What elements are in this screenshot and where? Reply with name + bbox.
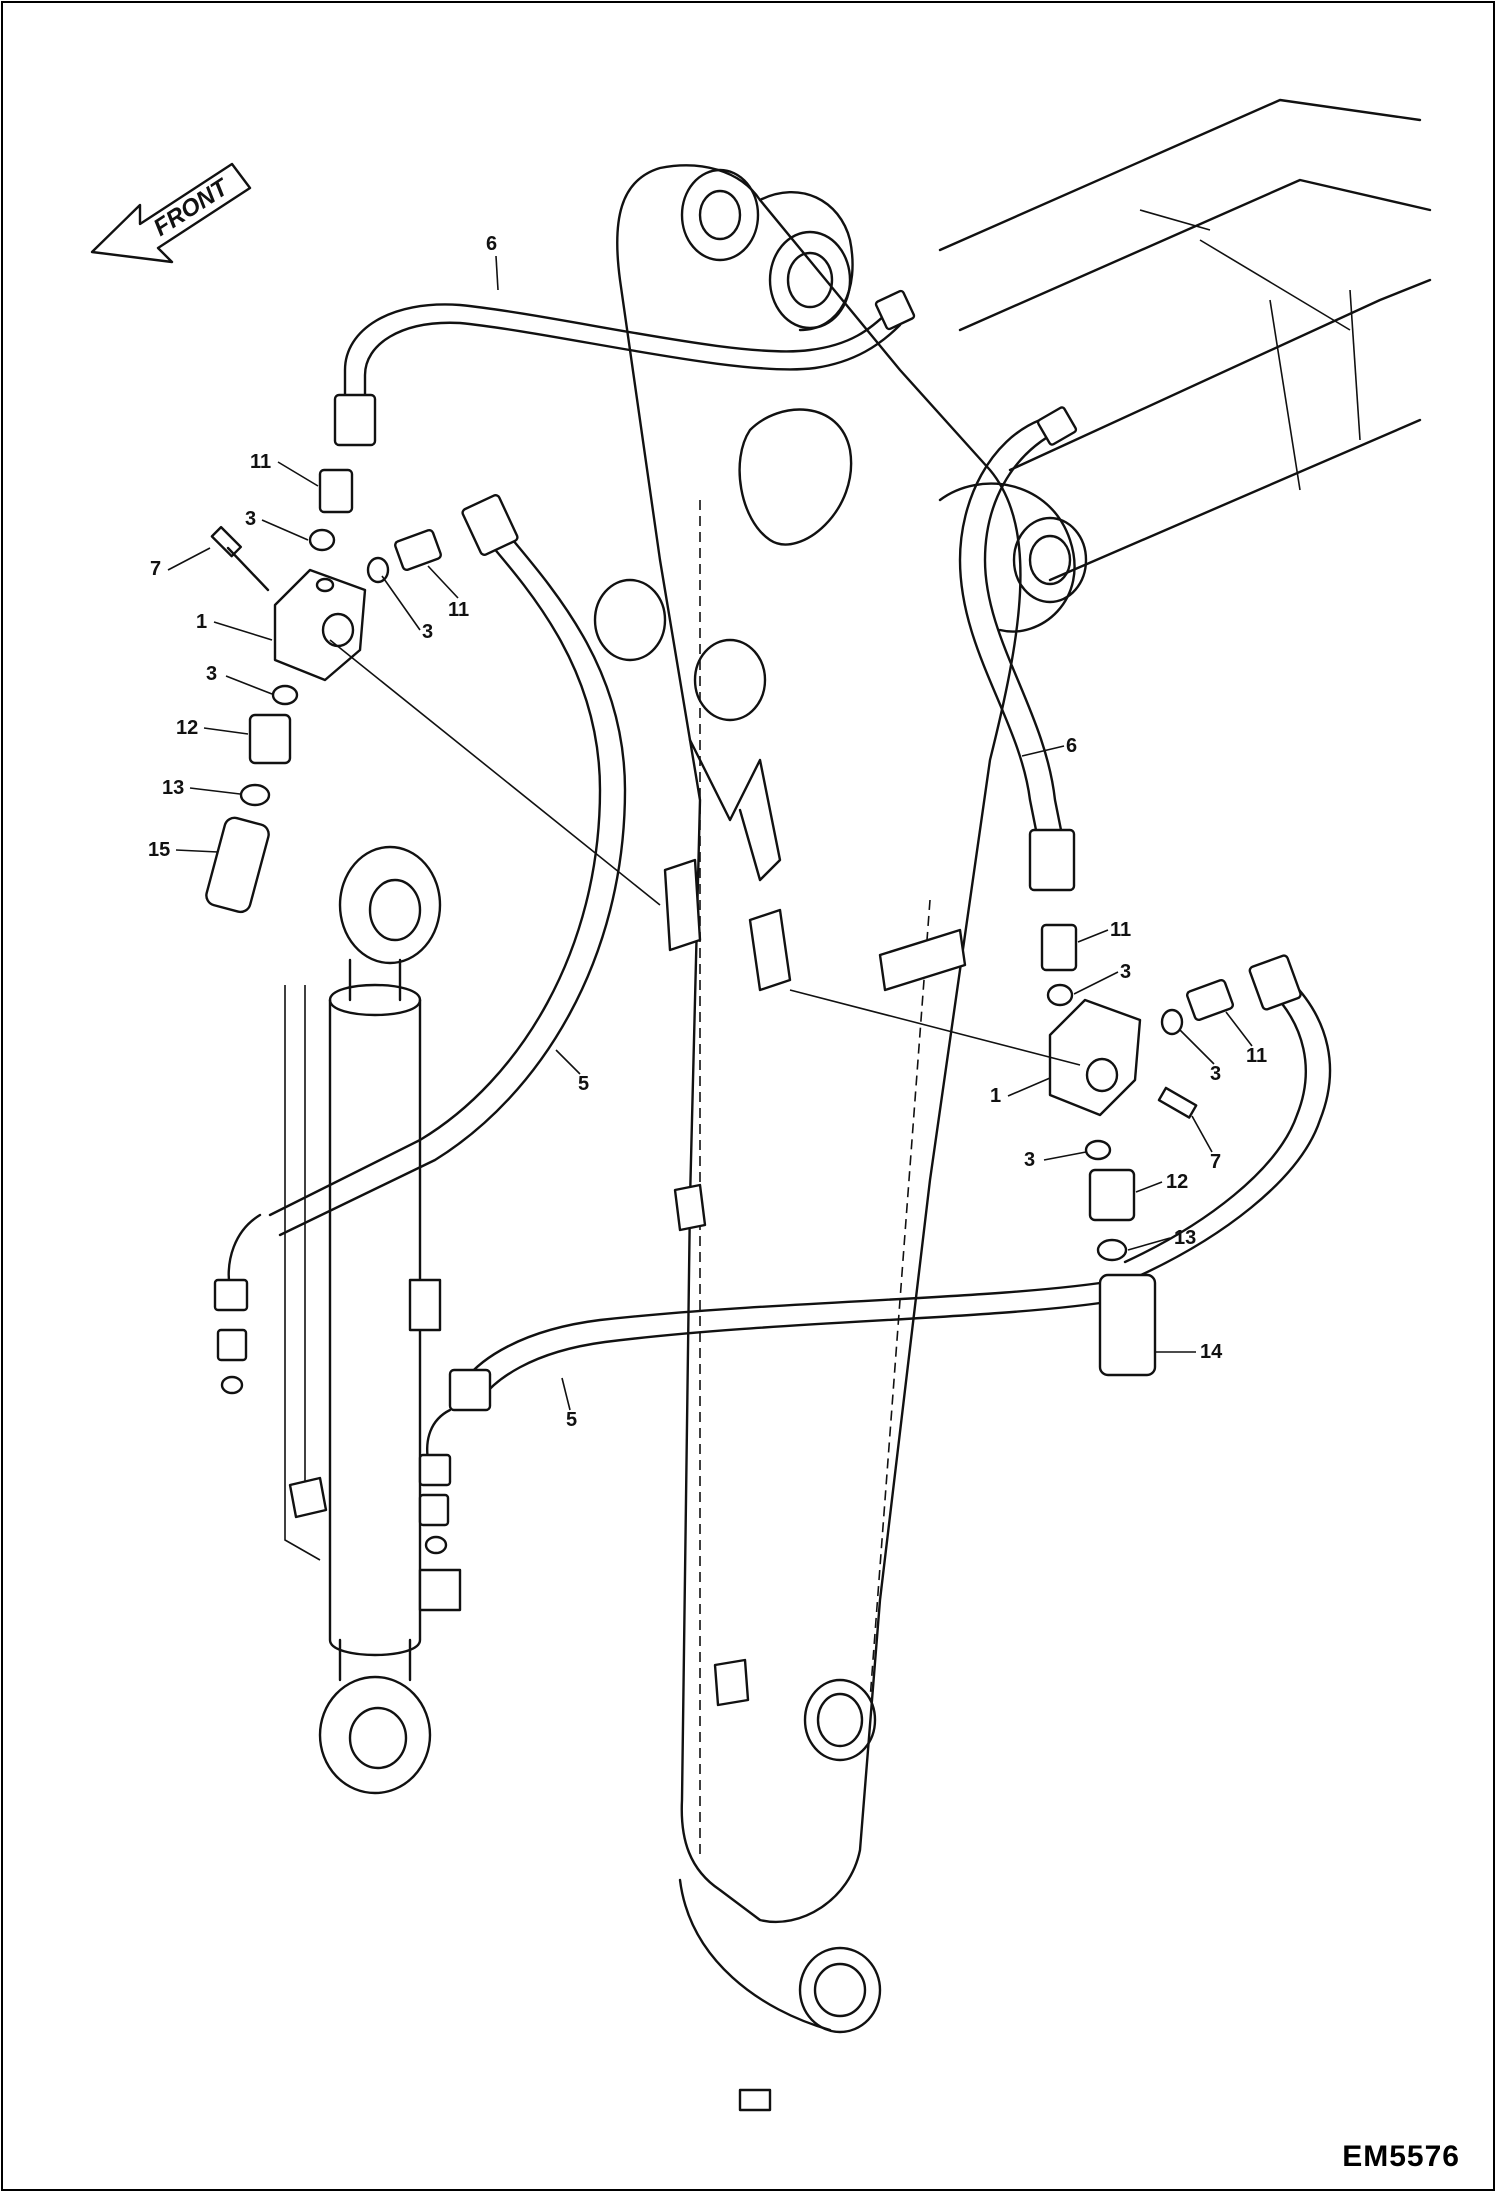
- brackets: [288, 858, 967, 2112]
- hose-6-upper: [333, 289, 916, 447]
- callout-3-left-top: 3: [245, 508, 256, 530]
- callout-11-left-mid: 11: [448, 599, 469, 621]
- callout-12-right: 12: [1166, 1171, 1188, 1193]
- callout-3-left-mid: 3: [422, 621, 433, 643]
- callout-3-left-low: 3: [206, 663, 217, 685]
- callout-5-lower: 5: [566, 1409, 577, 1431]
- callout-3-right-low: 3: [1024, 1149, 1035, 1171]
- leader-line-right-block: [789, 989, 1081, 1066]
- valve-block-right: [1040, 923, 1234, 1377]
- hose-5-lower: [418, 1278, 1122, 1612]
- boom-structure: [938, 98, 1432, 633]
- callout-3-right-mid: 3: [1210, 1063, 1221, 1085]
- hose-6-right: [958, 406, 1078, 892]
- arm-structure: [593, 164, 1022, 2034]
- callout-11-left-top: 11: [250, 451, 271, 473]
- cylinder: [284, 845, 442, 1795]
- callout-6-right: 6: [1066, 735, 1077, 757]
- callout-6-top: 6: [486, 233, 497, 255]
- figure-id: EM5576: [1342, 2140, 1460, 2173]
- callout-13-right: 13: [1174, 1227, 1196, 1249]
- callout-5-left: 5: [578, 1073, 589, 1095]
- hose-5-right-elbow: [1123, 954, 1332, 1282]
- callout-labels: 6 11 3 7 1 3 11 3 12 13 15 5 5 6 11 3 11: [148, 233, 1267, 1431]
- callout-3-right-top: 3: [1120, 961, 1131, 983]
- valve-block-left: [205, 468, 442, 914]
- callout-15-left: 15: [148, 839, 170, 861]
- callout-12-left: 12: [176, 717, 198, 739]
- callout-14-right: 14: [1200, 1341, 1223, 1363]
- callout-1-right: 1: [990, 1085, 1001, 1107]
- callout-11-right-mid: 11: [1246, 1045, 1267, 1067]
- callout-7-left: 7: [150, 558, 161, 580]
- callout-7-right: 7: [1210, 1151, 1221, 1173]
- callout-1-left: 1: [196, 611, 207, 633]
- callout-13-left: 13: [162, 777, 184, 799]
- callout-11-right-top: 11: [1110, 919, 1131, 941]
- leader-line-left-block: [329, 639, 661, 906]
- hose-5-left: [213, 494, 627, 1395]
- front-arrow: FRONT: [90, 162, 252, 264]
